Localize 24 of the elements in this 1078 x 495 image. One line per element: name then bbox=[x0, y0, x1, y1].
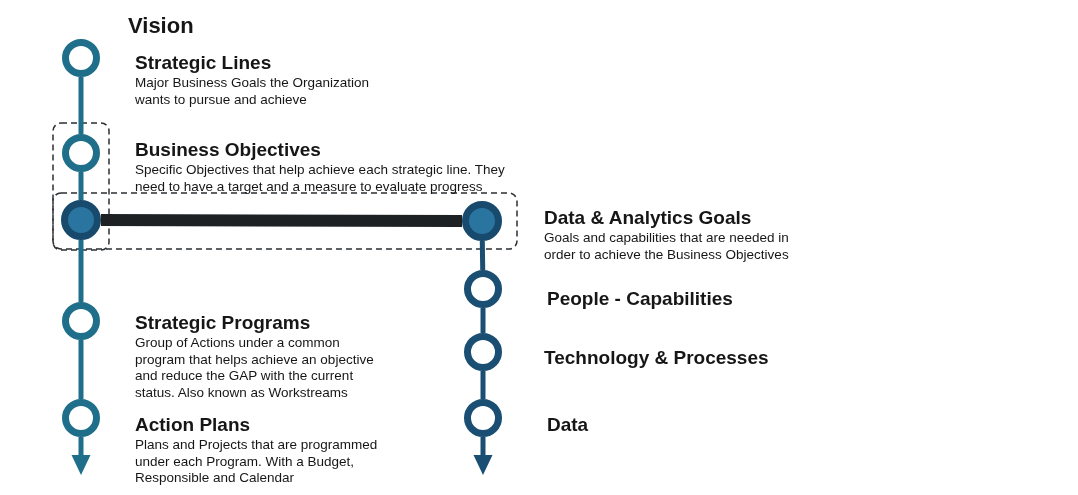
step-heading: Technology & Processes bbox=[544, 347, 770, 369]
connector-line bbox=[78, 172, 84, 200]
step-heading: Action Plans bbox=[135, 414, 252, 436]
arrow bbox=[71, 437, 91, 475]
connector-line bbox=[480, 371, 486, 399]
step-description: Specific Objectives that help achieve each strategic line. They need to have a target and a measure to evaluate progress bbox=[135, 162, 506, 195]
arrow bbox=[473, 437, 493, 475]
connector-line bbox=[78, 240, 84, 302]
step-heading: Strategic Programs bbox=[135, 312, 312, 334]
level-heading: Vision bbox=[128, 13, 194, 39]
step-heading: People - Capabilities bbox=[547, 288, 734, 310]
milestone-circle bbox=[61, 200, 101, 240]
connector-line bbox=[479, 240, 486, 271]
connector-line bbox=[480, 308, 486, 333]
step-heading: Data bbox=[547, 414, 590, 436]
connector-line bbox=[78, 77, 84, 134]
step-heading: Strategic Lines bbox=[135, 52, 273, 74]
step-description: Group of Actions under a common program that helps achieve an objective and reduce the GAP with the current status. Also known as Workstreams bbox=[135, 335, 375, 401]
step-heading: Data & Analytics Goals bbox=[544, 207, 753, 229]
connector-line bbox=[78, 340, 84, 399]
step-heading: Business Objectives bbox=[135, 139, 322, 161]
step-description: Goals and capabilities that are needed in order to achieve the Business Objectives bbox=[544, 230, 790, 263]
step-description: Plans and Projects that are programmed under each Program. With a Budget, Responsible and Calendar bbox=[135, 437, 379, 487]
step-description: Major Business Goals the Organization wants to pursue and achieve bbox=[135, 75, 371, 108]
